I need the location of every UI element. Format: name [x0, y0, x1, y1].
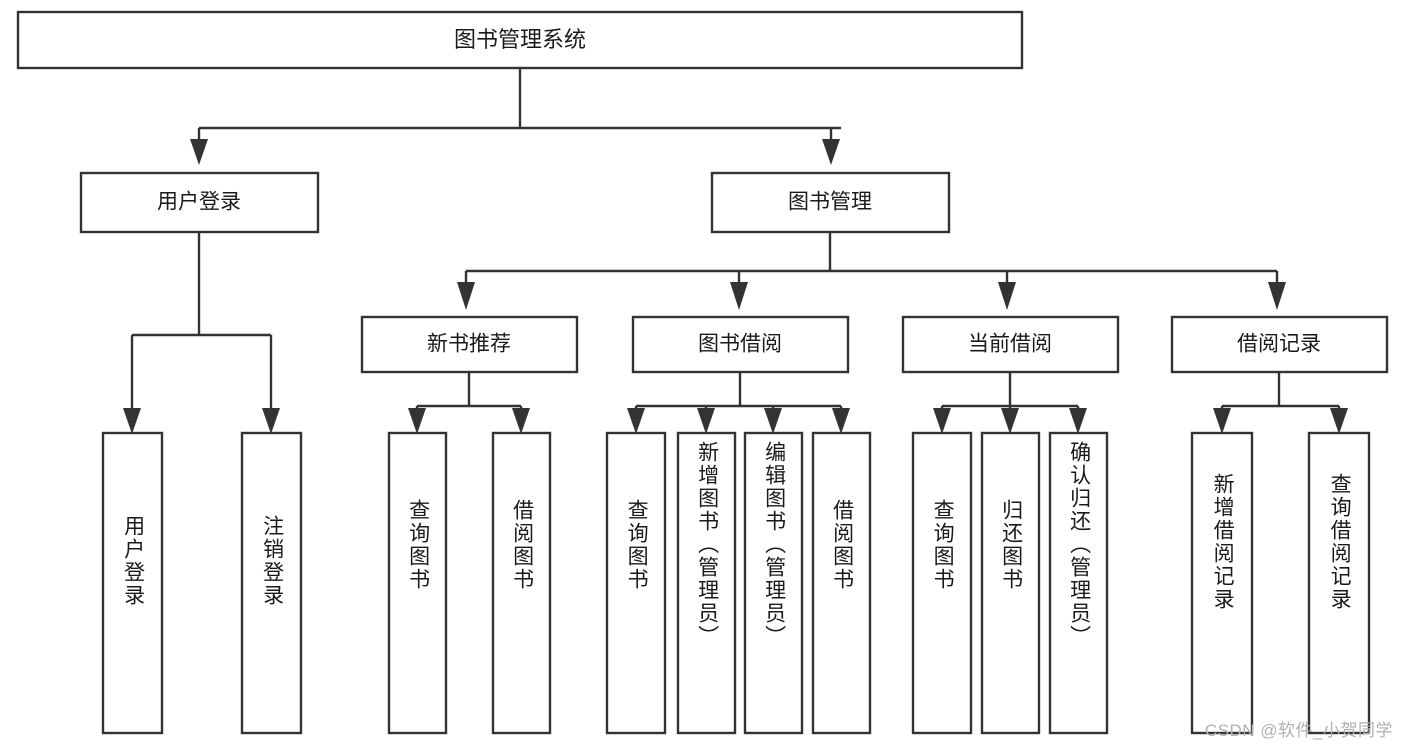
arrow-to-leaf-borrow-book-2 [832, 408, 850, 434]
arrow-to-current-borrow [998, 282, 1016, 310]
node-leaf-user-login-box[interactable] [101, 431, 164, 735]
node-leaf-borrow-book-1-box[interactable] [491, 431, 552, 735]
connector-book-management-bus [457, 232, 1286, 310]
node-book-borrow[interactable]: 图书借阅 [631, 315, 850, 374]
connector-new-book-recommend-bus [408, 372, 530, 434]
arrow-to-leaf-user-logout [262, 408, 280, 434]
node-new-book-recommend-box[interactable] [360, 315, 579, 374]
node-book-management[interactable]: 图书管理 [710, 171, 951, 234]
arrow-to-leaf-add-record [1213, 408, 1231, 434]
node-root-box[interactable] [16, 10, 1024, 70]
node-root[interactable]: 图书管理系统 [16, 10, 1024, 70]
node-current-borrow-label: 当前借阅 [968, 333, 1052, 356]
arrow-to-book-borrow [730, 282, 748, 310]
node-leaf-query-book-3-box[interactable] [911, 431, 973, 735]
node-leaf-query-book-2-box[interactable] [605, 431, 667, 735]
node-current-borrow-box[interactable] [901, 315, 1120, 374]
arrow-to-leaf-query-book-3 [933, 408, 951, 434]
arrow-to-book-management [822, 139, 840, 165]
node-new-book-recommend[interactable]: 新书推荐 [360, 315, 579, 374]
node-leaf-edit-book-box[interactable] [743, 431, 804, 735]
node-leaf-user-logout-box[interactable] [240, 431, 303, 735]
arrow-to-user-login [190, 139, 208, 165]
node-borrow-record[interactable]: 借阅记录 [1170, 315, 1389, 374]
node-book-borrow-label: 图书借阅 [698, 333, 782, 356]
arrow-to-leaf-confirm-return [1069, 408, 1087, 434]
connector-user-login-bus [123, 232, 280, 434]
node-borrow-record-label: 借阅记录 [1237, 333, 1321, 356]
arrow-to-leaf-add-book [697, 408, 715, 434]
node-leaf-add-record-box[interactable] [1190, 431, 1254, 735]
node-root-label: 图书管理系统 [454, 27, 586, 52]
arrow-to-leaf-query-book-1 [408, 408, 426, 434]
node-leaf-return-book-box[interactable] [980, 431, 1041, 735]
connector-borrow-record-bus [1213, 372, 1348, 434]
node-user-login-label: 用户登录 [157, 191, 241, 214]
node-new-book-recommend-label: 新书推荐 [427, 333, 511, 356]
arrow-to-leaf-borrow-book-1 [512, 408, 530, 434]
node-current-borrow[interactable]: 当前借阅 [901, 315, 1120, 374]
csdn-watermark: CSDN @软件_小贺同学 [1204, 721, 1393, 740]
arrow-to-leaf-return-book [1001, 408, 1019, 434]
node-leaf-add-book-box[interactable] [676, 431, 737, 735]
connector-book-borrow-bus [627, 372, 850, 434]
node-leaf-borrow-book-2-box[interactable] [811, 431, 872, 735]
node-book-management-label: 图书管理 [788, 191, 872, 214]
arrow-to-leaf-query-record [1330, 408, 1348, 434]
node-leaf-query-record-box[interactable] [1307, 431, 1371, 735]
arrow-to-borrow-record [1268, 282, 1286, 310]
node-leaf-confirm-return-box[interactable] [1048, 431, 1109, 735]
arrow-to-new-book-recommend [457, 282, 475, 310]
arrow-to-leaf-query-book-2 [627, 408, 645, 434]
connector-current-borrow-bus [933, 372, 1087, 434]
node-user-login[interactable]: 用户登录 [79, 171, 320, 234]
node-user-login-box[interactable] [79, 171, 320, 234]
connector-root-bus [190, 68, 841, 165]
arrow-to-leaf-edit-book [764, 408, 782, 434]
node-leaf-query-book-1-box[interactable] [387, 431, 448, 735]
arrow-to-leaf-user-login [123, 408, 141, 434]
